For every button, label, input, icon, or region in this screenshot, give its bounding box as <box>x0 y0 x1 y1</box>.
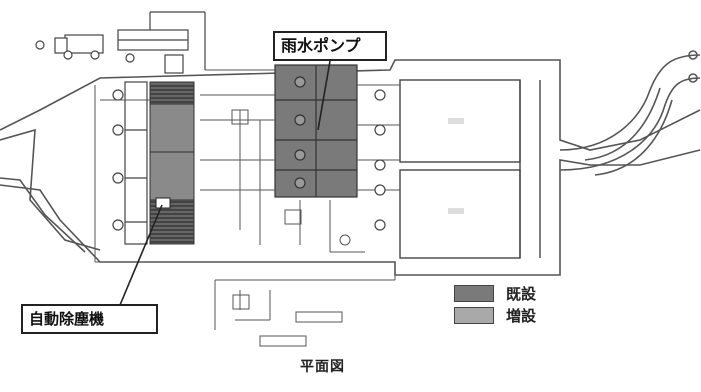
inlet-gates <box>112 81 148 245</box>
legend-swatch-existing <box>454 285 494 302</box>
rain-pumps <box>274 64 358 198</box>
legend-label-added: 増設 <box>506 307 537 325</box>
legend-added: 増設 <box>454 305 536 326</box>
pipework <box>94 69 400 347</box>
legend-existing: 既設 <box>454 283 536 304</box>
callout-leaders <box>119 60 331 306</box>
legend-label-existing: 既設 <box>506 285 537 303</box>
auto-screen-units <box>149 81 195 245</box>
legend-swatch-added <box>454 307 494 324</box>
outlet-conduits <box>559 50 701 176</box>
conveyor <box>117 11 206 74</box>
plan-caption: 平面図 <box>300 359 345 375</box>
truck <box>35 34 104 60</box>
auto-screen-callout: 自動除塵機 <box>21 304 158 334</box>
rain-pump-callout: 雨水ポンプ <box>273 31 387 61</box>
discharge-tanks <box>399 79 541 259</box>
discharge-valves <box>374 89 386 231</box>
